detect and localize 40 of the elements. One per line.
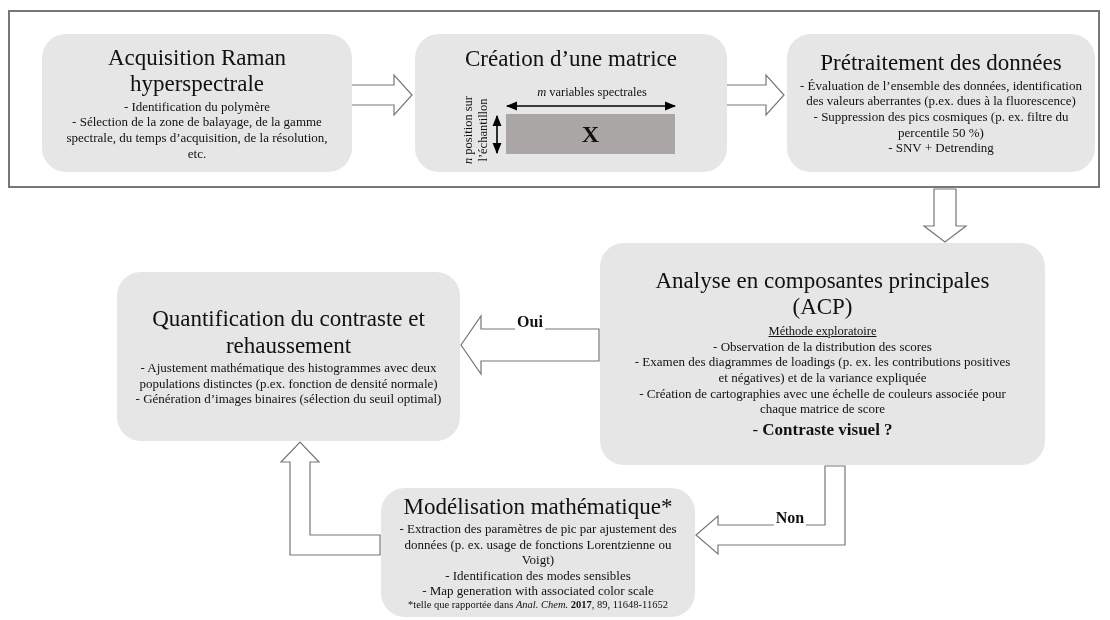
process-box [415, 34, 727, 172]
process-box [42, 34, 352, 172]
bullet-item: - Évaluation de l’ensemble des données, identification des valeurs aberrantes (p.ex. dues à la fluorescence) [799, 77, 1083, 109]
bullet-item: - Sélection de la zone de balayage, de la gamme spectrale, du temps d’acquisition, de la résolution, etc. [65, 114, 329, 162]
block-arrow [922, 188, 968, 243]
bullet-item: - Génération d’images binaires (sélection du seuil optimal) [135, 391, 442, 407]
step-title: Prétraitement des données [820, 50, 1062, 77]
step-title: Création d’une matrice [465, 46, 677, 73]
bullet-item: - Identification des modes sensibles [445, 567, 631, 584]
bullet-item: - SNV + Detrending [888, 140, 994, 156]
step-title: Modélisation mathématique* [403, 493, 673, 520]
bullet-item: - Extraction des paramètres de pic par ajustement des données (p. ex. usage de fonctions Lorentzienne ou Voigt) [398, 520, 678, 568]
bullet-item: - Map generation with associated color scale [422, 583, 654, 599]
bullet-item: - Examen des diagrammes de loadings (p. ex. les contributions positives et négatives) et de la variance expliquée [634, 354, 1011, 386]
step-title: Acquisition Raman hyperspectrale [106, 44, 288, 98]
edge-label: Oui [515, 313, 545, 331]
edge-label: Non [773, 509, 807, 527]
bullet-item: - Contraste visuel ? [752, 419, 893, 441]
step-title: Analyse en composantes principales (ACP) [654, 267, 991, 321]
bullet-item: - Ajustement mathématique des histogrammes avec deux populations distinctes (p.ex. fonction de densité normale) [138, 360, 439, 392]
process-box [787, 34, 1095, 172]
matrix-symbol: X [581, 119, 600, 149]
footnote: *telle que rapportée dans Anal. Chem. 2017, 89, 11648-11652 [408, 598, 668, 612]
group-frame [8, 10, 1100, 188]
bullet-item: - Suppression des pics cosmiques (p. ex. filtre du percentile 50 %) [812, 108, 1070, 141]
process-box [600, 243, 1045, 465]
block-arrow [279, 441, 381, 556]
matrix-block [506, 114, 675, 154]
subheading: Méthode exploratoire [768, 323, 877, 339]
bullet-item: - Observation de la distribution des scores [713, 338, 932, 355]
block-arrow [460, 314, 600, 376]
block-arrow [350, 73, 413, 117]
bullet-item: - Identification du polymère [123, 98, 271, 115]
step-title: Quantification du contraste et rehaussement [151, 306, 426, 360]
block-arrow [725, 73, 785, 117]
axis-label: m variables spectrales [536, 85, 648, 100]
block-arrow [695, 465, 846, 556]
process-box [117, 272, 460, 441]
process-box [381, 488, 695, 617]
bullet-item: - Création de cartographies avec une échelle de couleurs associée pour chaque matrice de score [638, 385, 1007, 417]
